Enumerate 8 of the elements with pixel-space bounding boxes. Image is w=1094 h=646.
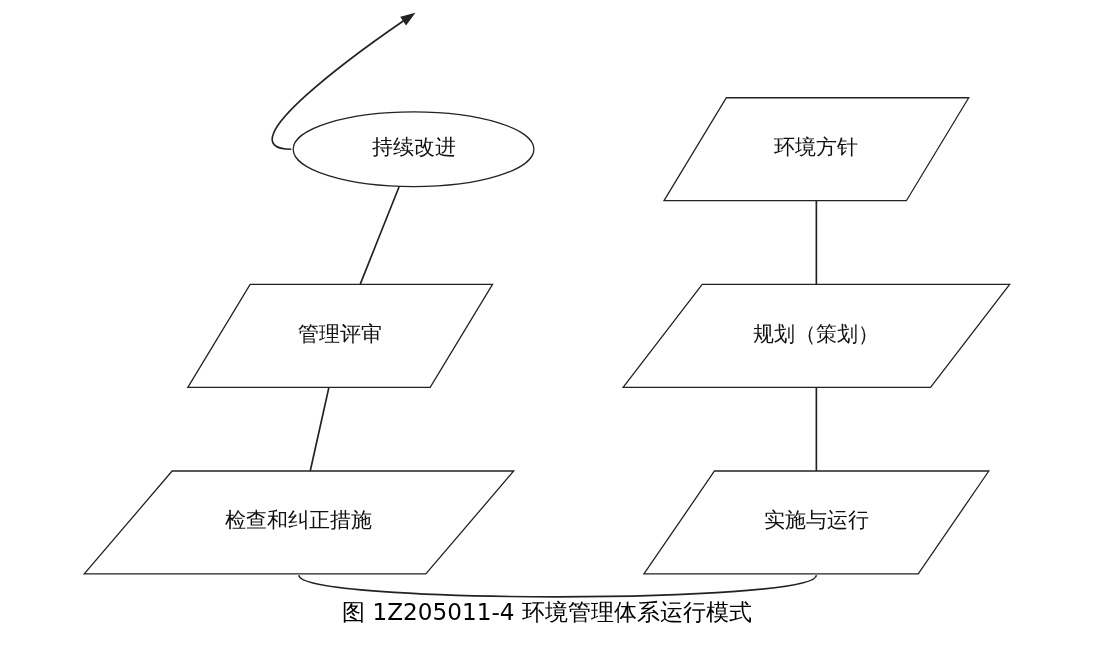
- connector: [359, 185, 401, 285]
- connector: [309, 386, 330, 472]
- connector: [815, 199, 818, 286]
- connector: [815, 386, 818, 472]
- caption: 图 1Z205011-4 环境管理体系运行模式: [342, 599, 752, 626]
- node-ellipse: 持续改进: [292, 111, 535, 188]
- arrow: [271, 12, 416, 151]
- connector: [298, 574, 818, 598]
